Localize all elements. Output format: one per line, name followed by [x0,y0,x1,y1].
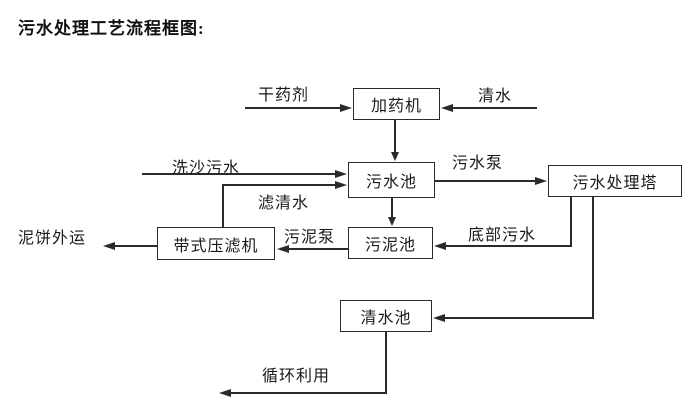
node-sludge-pool: 污泥池 [348,227,433,259]
node-dosing-machine: 加药机 [353,88,440,120]
arrowhead-bottom-sewage-into-sludge-pool [434,242,446,250]
connector-press-up-to-filtered-water [222,184,224,227]
arrowhead-into-sludge-pool-top [388,217,396,226]
connector-sand-wash-to-sewage-pool [142,173,337,175]
node-treatment-tower: 污水处理塔 [548,165,682,197]
label-mud-cake-out: 泥饼外运 [18,230,87,247]
label-sewage-pump: 污水泵 [452,155,504,172]
arrowhead-sand-wash-into-sewage-pool [335,170,347,178]
arrowhead-into-sewage-pool-top [391,152,399,161]
connector-recycle-out [230,392,387,394]
label-recycle-use: 循环利用 [262,368,331,385]
connector-clean-water-to-dosing [453,107,537,109]
label-filtered-water: 滤清水 [258,195,310,212]
connector-press-to-mud-cake-out [114,245,157,247]
arrowhead-into-clean-pool [433,314,445,322]
arrowhead-into-tower [535,177,547,185]
connector-sewage-pool-to-tower [435,180,536,182]
arrowhead-into-dosing-right [441,104,453,112]
connector-clean-pool-down [385,332,387,393]
connector-tower-down-left [570,197,572,247]
node-sewage-pool: 污水池 [348,162,435,198]
arrowhead-mud-cake-out [103,242,115,250]
page-title: 污水处理工艺流程框图: [18,19,205,38]
node-belt-filter-press: 带式压滤机 [157,227,275,260]
label-dry-chemical: 干药剂 [258,87,310,104]
connector-sewage-pool-to-sludge-pool [391,198,393,219]
arrowhead-filtered-water-into-sewage-pool [335,181,347,189]
connector-sludge-pool-to-press [289,248,348,250]
connector-dosing-to-sewage-pool [394,120,396,154]
arrowhead-into-dosing-left [340,104,352,112]
connector-dry-chemical-to-dosing [245,107,343,109]
node-clean-water-pool: 清水池 [340,300,432,332]
label-sand-wash-sewage: 洗沙污水 [172,160,241,177]
label-clean-water: 清水 [478,88,513,105]
arrowhead-into-press-right [277,245,289,253]
connector-filtered-water-to-sewage-pool [222,184,337,186]
label-sludge-pump: 污泥泵 [284,229,336,246]
label-bottom-sewage: 底部污水 [468,227,537,244]
connector-bottom-sewage-to-sludge-pool [445,245,571,247]
connector-tower-to-clean-pool [444,317,594,319]
connector-tower-down-right [592,197,594,318]
arrowhead-recycle-out [219,389,231,397]
